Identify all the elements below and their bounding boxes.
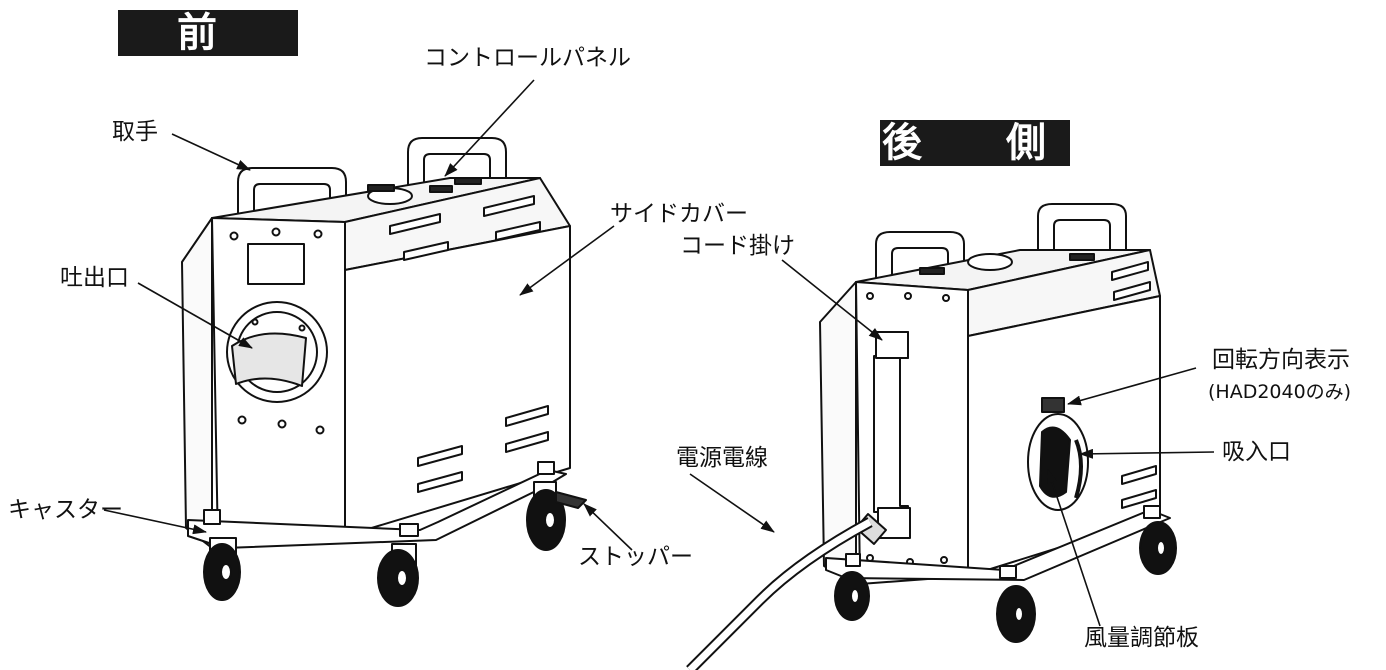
front-title-tag: 前 側 [118, 10, 298, 102]
rear-title-tag: 後 側 [880, 120, 1070, 166]
label-rotation-indicator: 回転方向表示 [1212, 347, 1350, 373]
label-handle: 取手 [112, 119, 158, 145]
label-stopper: ストッパー [578, 544, 693, 570]
label-cord-hook: コード掛け [680, 233, 795, 259]
label-inlet: 吸入口 [1222, 439, 1291, 465]
leader-lines [103, 79, 1215, 627]
leader-stopper [583, 503, 633, 551]
leader-outlet [137, 282, 253, 349]
label-control-panel: コントロールパネル [424, 45, 631, 71]
label-caster: キャスター [8, 497, 123, 523]
label-outlet: 吐出口 [60, 265, 129, 291]
front-unit-illustration [181, 137, 587, 607]
label-side-cover: サイドカバー [610, 201, 748, 227]
leader-caster [103, 509, 207, 535]
leader-rotation [1067, 367, 1197, 406]
label-air-damper: 風量調節板 [1084, 625, 1199, 651]
leader-inlet [1079, 448, 1215, 459]
rear-unit-illustration [686, 203, 1177, 670]
leader-control-panel [444, 79, 535, 177]
leader-handle [171, 133, 251, 171]
label-power-cord: 電源電線 [676, 445, 768, 471]
leader-power-cord [689, 473, 775, 533]
leader-air-damper [1047, 469, 1101, 627]
label-rotation-indicator-note: (HAD2040のみ) [1208, 381, 1352, 403]
leader-side-cover [519, 225, 615, 296]
leader-cord-hook [781, 259, 883, 341]
